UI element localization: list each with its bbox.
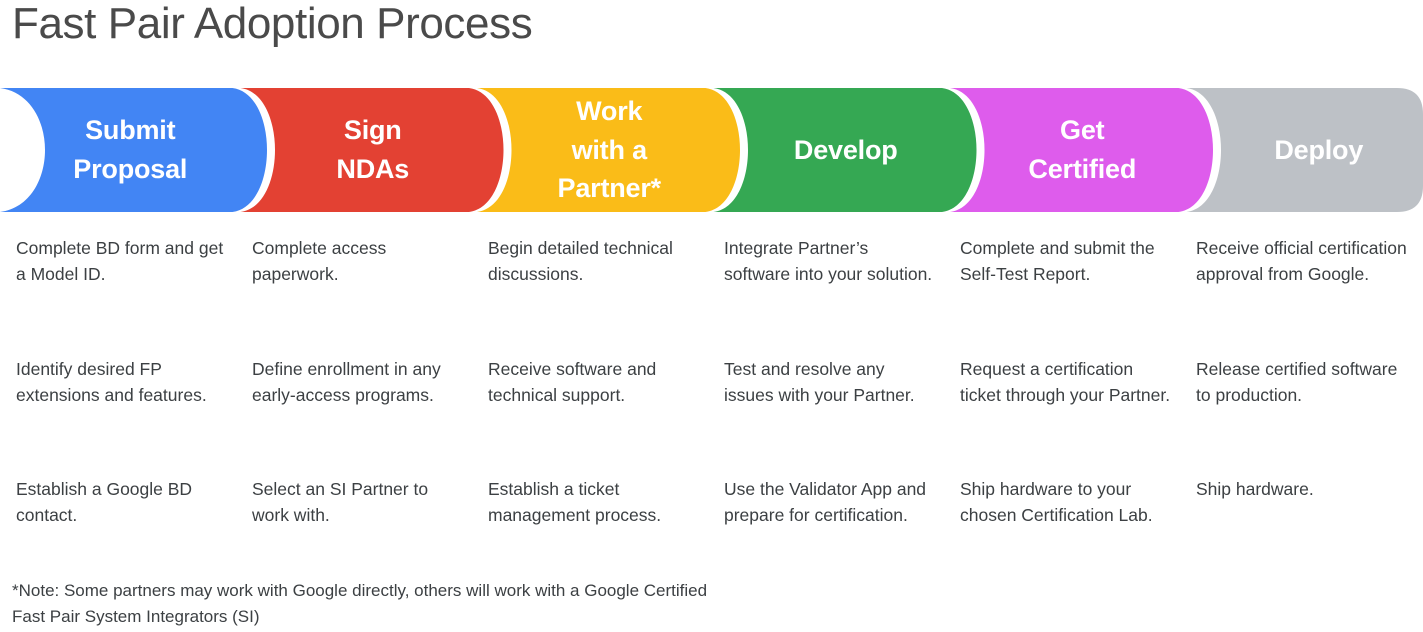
chevron-submit-proposal[interactable]	[0, 88, 267, 212]
stage-item: Request a certification ticket through y…	[960, 359, 1171, 405]
stage-item: Complete and submit the Self-Test Report…	[960, 238, 1155, 284]
footnote: *Note: Some partners may work with Googl…	[12, 581, 708, 626]
chevron-get-certified[interactable]	[950, 88, 1213, 212]
stage-item: Receive software and technical support.	[488, 359, 657, 405]
chevron-deploy[interactable]	[1186, 88, 1423, 212]
stage-column-develop: Integrate Partner’s software into your s…	[708, 236, 944, 566]
stage-detail-columns: Complete BD form and get a Model ID. Iden…	[0, 236, 1423, 566]
stage-item: Ship hardware to your chosen Certificati…	[960, 479, 1153, 525]
stage-column-sign-ndas: Complete access paperwork. Define enrollm…	[236, 236, 472, 566]
page-title: Fast Pair Adoption Process	[12, 0, 533, 48]
stage-item: Complete BD form and get a Model ID.	[16, 238, 224, 284]
stage-item: Complete access paperwork.	[252, 238, 387, 284]
stage-column-deploy: Receive official certification approval …	[1180, 236, 1416, 566]
stage-item: Define enrollment in any early-access pr…	[252, 359, 441, 405]
chevron-shapes	[0, 88, 1423, 212]
process-chevron-band	[0, 88, 1423, 212]
stage-item: Receive official certification approval …	[1196, 238, 1407, 284]
chevron-develop[interactable]	[713, 88, 977, 212]
chevron-sign-ndas[interactable]	[240, 88, 504, 212]
stage-item: Establish a Google BD contact.	[16, 479, 193, 525]
stage-column-submit-proposal: Complete BD form and get a Model ID. Iden…	[0, 236, 236, 566]
stage-item: Establish a ticket management process.	[488, 479, 662, 525]
stage-item: Use the Validator App and prepare for ce…	[724, 479, 927, 525]
stage-item: Begin detailed technical discussions.	[488, 238, 673, 284]
stage-item: Integrate Partner’s software into your s…	[724, 238, 933, 284]
stage-item: Release certified software to production…	[1196, 359, 1398, 405]
stage-item: Ship hardware.	[1196, 479, 1314, 499]
stage-item: Identify desired FP extensions and featu…	[16, 359, 207, 405]
chevron-work-with-a-partner[interactable]	[477, 88, 740, 212]
stage-column-get-certified: Complete and submit the Self-Test Report…	[944, 236, 1180, 566]
stage-column-work-with-a-partner: Begin detailed technical discussions. Rec…	[472, 236, 708, 566]
stage-item: Test and resolve any issues with your Pa…	[724, 359, 915, 405]
stage-item: Select an SI Partner to work with.	[252, 479, 429, 525]
